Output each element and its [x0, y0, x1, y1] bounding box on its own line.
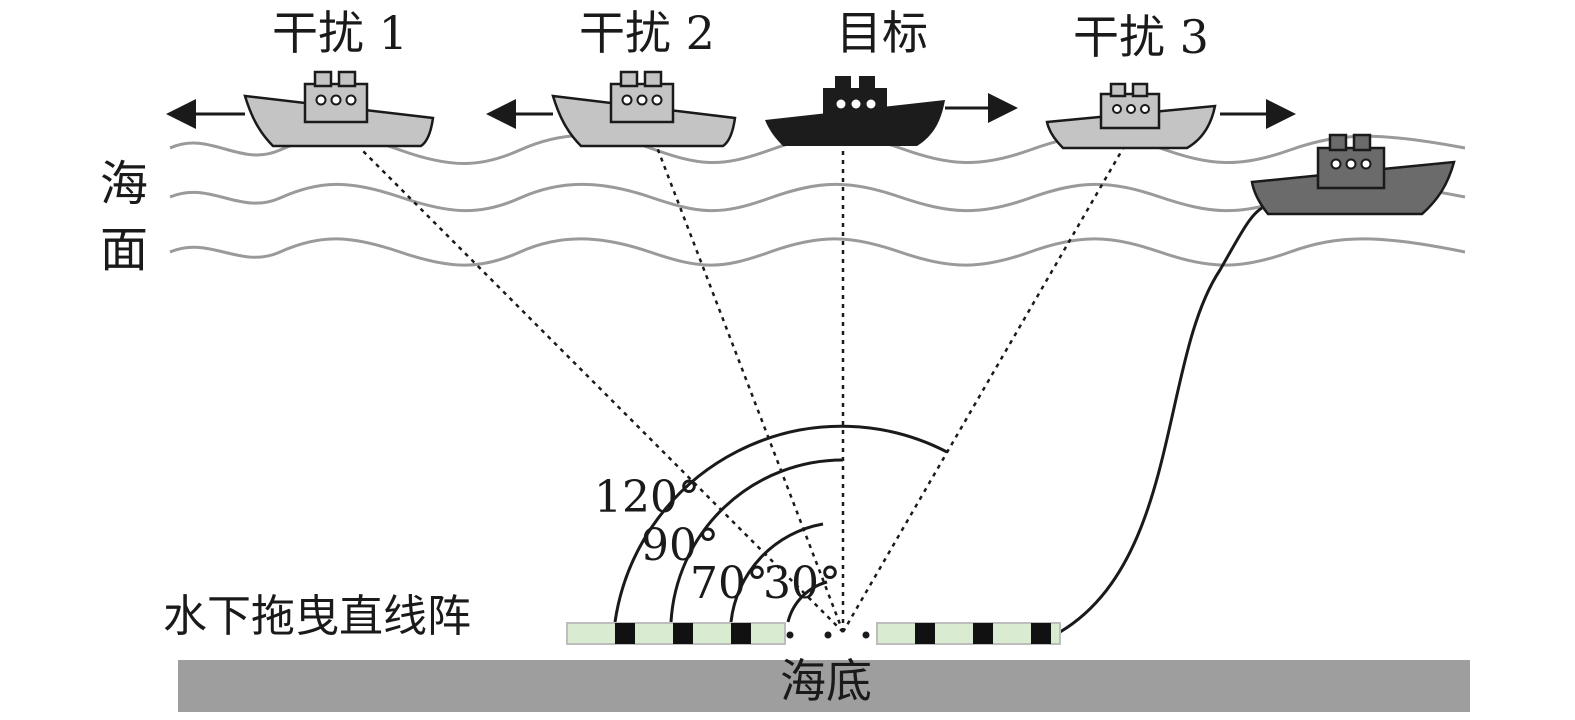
- array-label: 水下拖曳直线阵: [163, 591, 471, 642]
- sensor-element: [1031, 623, 1051, 644]
- arc-70: [729, 522, 824, 623]
- arc-30: [786, 580, 828, 623]
- ellipsis-dot: [786, 631, 794, 639]
- sensor-element: [915, 623, 935, 644]
- ship-interference1-icon: [243, 70, 435, 148]
- angle-label-70: 70°: [690, 558, 768, 609]
- label-interference3: 干扰 3: [1073, 10, 1209, 64]
- ship-interference2-icon: [551, 70, 737, 148]
- sea-surface-label-line2: 面: [99, 222, 148, 278]
- bearing-line-interference2: [653, 141, 845, 633]
- towing-cable: [1059, 206, 1263, 634]
- label-interference2: 干扰 2: [579, 6, 715, 60]
- ellipsis-dot: [824, 631, 832, 639]
- towed-line-array: [566, 622, 1061, 645]
- sea-surface-label-line1: 海: [99, 156, 148, 212]
- ship-interference3-icon: [1045, 82, 1217, 150]
- beam-arcs: [613, 424, 948, 623]
- angle-label-90: 90°: [641, 520, 719, 571]
- sensor-element: [673, 623, 693, 644]
- seabed-label: 海底: [780, 654, 872, 708]
- sensor-element: [731, 623, 751, 644]
- sensor-element: [615, 623, 635, 644]
- label-interference1: 干扰 1: [272, 6, 408, 60]
- wave-line-2: [169, 182, 1466, 213]
- seabed-bar: [178, 660, 1470, 712]
- ship-target-icon: [765, 76, 945, 146]
- angle-label-120: 120°: [594, 472, 700, 523]
- angle-label-30: 30°: [763, 558, 841, 609]
- bearing-line-interference3: [841, 144, 1127, 633]
- wave-line-3: [169, 237, 1466, 267]
- label-target: 目标: [836, 6, 928, 60]
- ellipsis-dot: [862, 631, 870, 639]
- arc-120: [613, 424, 948, 623]
- arc-90: [669, 458, 844, 623]
- towing-ship-icon: [1250, 133, 1456, 216]
- sensor-element: [973, 623, 993, 644]
- bearing-lines: [359, 141, 1127, 633]
- bearing-line-interference1: [359, 147, 844, 633]
